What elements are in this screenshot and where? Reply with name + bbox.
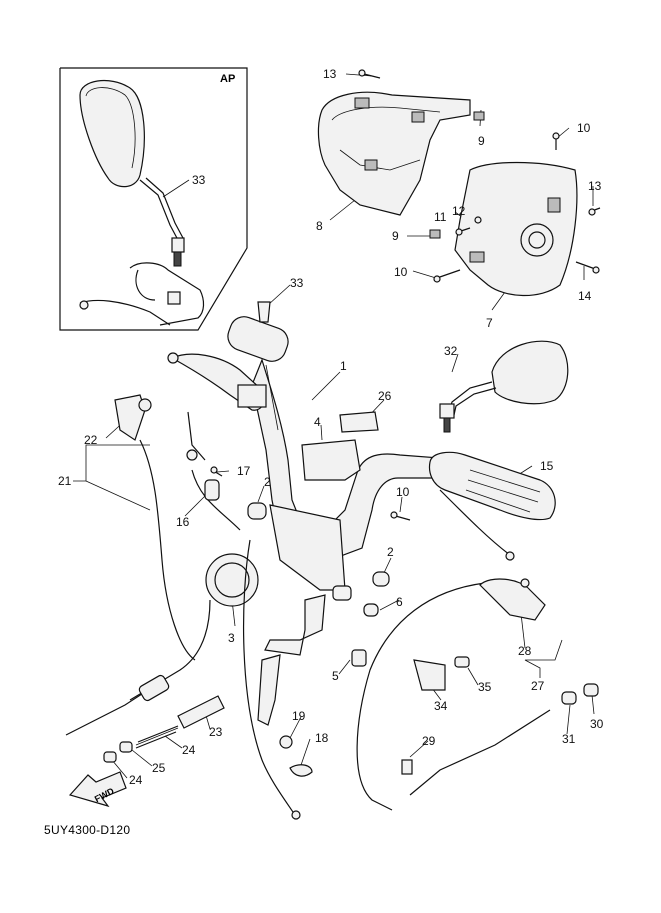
callout-27: 27 <box>531 679 545 693</box>
callout-26: 26 <box>378 389 392 403</box>
callout-29: 29 <box>422 734 436 748</box>
callout-11: 11 <box>434 210 447 224</box>
callout-33a: 33 <box>192 173 206 187</box>
callout-23: 24 <box>182 743 196 757</box>
callout-3: 3 <box>228 631 235 645</box>
callout-14: 14 <box>578 289 592 303</box>
cover-screws <box>358 69 601 283</box>
callout-10c: 10 <box>396 485 410 499</box>
callout-8: 8 <box>316 219 323 233</box>
callout-31: 31 <box>562 732 576 746</box>
callout-16: 16 <box>176 515 190 529</box>
callout-33b: 33 <box>290 276 304 290</box>
callout-24: 24 <box>129 773 143 787</box>
callout-18: 18 <box>315 731 329 745</box>
callout-10a: 10 <box>577 121 591 135</box>
callout-2b: 2 <box>387 545 394 559</box>
callout-9b: 9 <box>392 229 399 243</box>
callout-2a: 2 <box>264 475 271 489</box>
callout-1: 1 <box>340 359 347 373</box>
callout-28: 28 <box>518 644 532 658</box>
callout-32: 32 <box>444 344 458 358</box>
callout-10b: 10 <box>394 265 408 279</box>
callout-34: 34 <box>434 699 448 713</box>
handlebar-cover <box>317 91 578 297</box>
callout-9a: 9 <box>478 134 485 148</box>
callout-25: 25 <box>152 761 166 775</box>
lever-bracket <box>257 594 326 726</box>
callout-13b: 13 <box>588 179 602 193</box>
handlebar-pipe <box>251 358 441 561</box>
small-parts <box>65 301 599 777</box>
cables <box>129 439 551 820</box>
callout-7: 7 <box>486 316 493 330</box>
callout-15: 15 <box>540 459 554 473</box>
callout-17: 17 <box>237 464 251 478</box>
callout-13a: 13 <box>323 67 337 81</box>
callout-5: 5 <box>332 669 339 683</box>
inset-label: AP <box>220 73 236 85</box>
callout-22: 23 <box>209 725 223 739</box>
fwd-arrow <box>68 771 127 808</box>
right-mirror <box>439 340 569 433</box>
callout-20: 21 <box>58 474 72 488</box>
right-grip <box>428 451 556 561</box>
inset-ap-frame <box>59 67 248 331</box>
callout-4: 4 <box>314 415 321 429</box>
left-grip-lever <box>167 316 289 411</box>
callout-6: 6 <box>396 595 403 609</box>
cable-levers <box>114 394 546 621</box>
callout-19: 19 <box>292 709 306 723</box>
diagram-code: 5UY4300-D120 <box>44 823 131 837</box>
callout-21: 22 <box>84 433 98 447</box>
callout-30: 30 <box>590 717 604 731</box>
callout-35: 35 <box>478 680 492 694</box>
callout-12: 12 <box>452 204 466 218</box>
switch-parts <box>205 411 411 667</box>
